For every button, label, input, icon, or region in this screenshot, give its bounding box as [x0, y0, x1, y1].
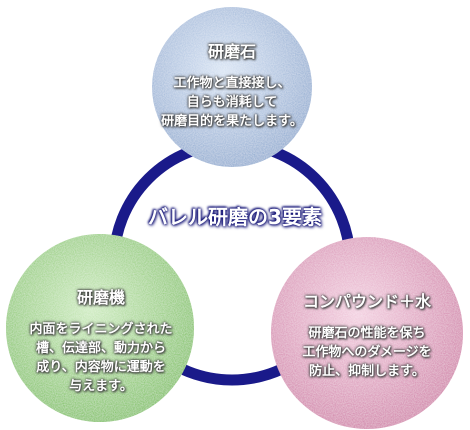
node-top-desc: 工作物と直接接し、 自らも消耗して 研磨目的を果たします。	[142, 74, 322, 131]
node-right-line-3: 防止、抑制します。	[309, 364, 425, 379]
node-right-line-2: 工作物へのダメージを	[302, 345, 432, 360]
node-left: 研磨機 内面をライニングされた 槽、伝達部、動力から 成り、内容物に運動を 与え…	[8, 284, 194, 396]
node-left-line-2: 槽、伝達部、動力から	[35, 341, 166, 356]
node-left-line-3: 成り、内容物に運動を	[36, 360, 166, 375]
node-right-line-1: 研磨石の性能を保ち	[308, 326, 426, 341]
node-left-desc: 内面をライニングされた 槽、伝達部、動力から 成り、内容物に運動を 与えます。	[8, 320, 194, 396]
node-left-line-4: 与えます。	[69, 379, 133, 394]
circle-top	[152, 7, 312, 167]
circle-left	[6, 234, 194, 422]
node-left-line-1: 内面をライニングされた	[29, 322, 173, 337]
node-left-title: 研磨機	[76, 288, 125, 307]
circle-right	[271, 237, 463, 429]
node-right-title: コンパウンド＋水	[302, 292, 431, 311]
node-right-desc: 研磨石の性能を保ち 工作物へのダメージを 防止、抑制します。	[272, 324, 462, 381]
node-top-line-1: 工作物と直接接し、	[173, 76, 291, 91]
node-top-line-2: 自らも消耗して	[186, 95, 278, 110]
node-top: 研磨石 工作物と直接接し、 自らも消耗して 研磨目的を果たします。	[142, 38, 322, 131]
center-title: バレル研磨の3要素	[148, 205, 322, 229]
node-top-line-3: 研磨目的を果たします。	[161, 114, 303, 129]
node-top-title: 研磨石	[207, 42, 256, 61]
node-right: コンパウンド＋水 研磨石の性能を保ち 工作物へのダメージを 防止、抑制します。	[272, 288, 462, 381]
